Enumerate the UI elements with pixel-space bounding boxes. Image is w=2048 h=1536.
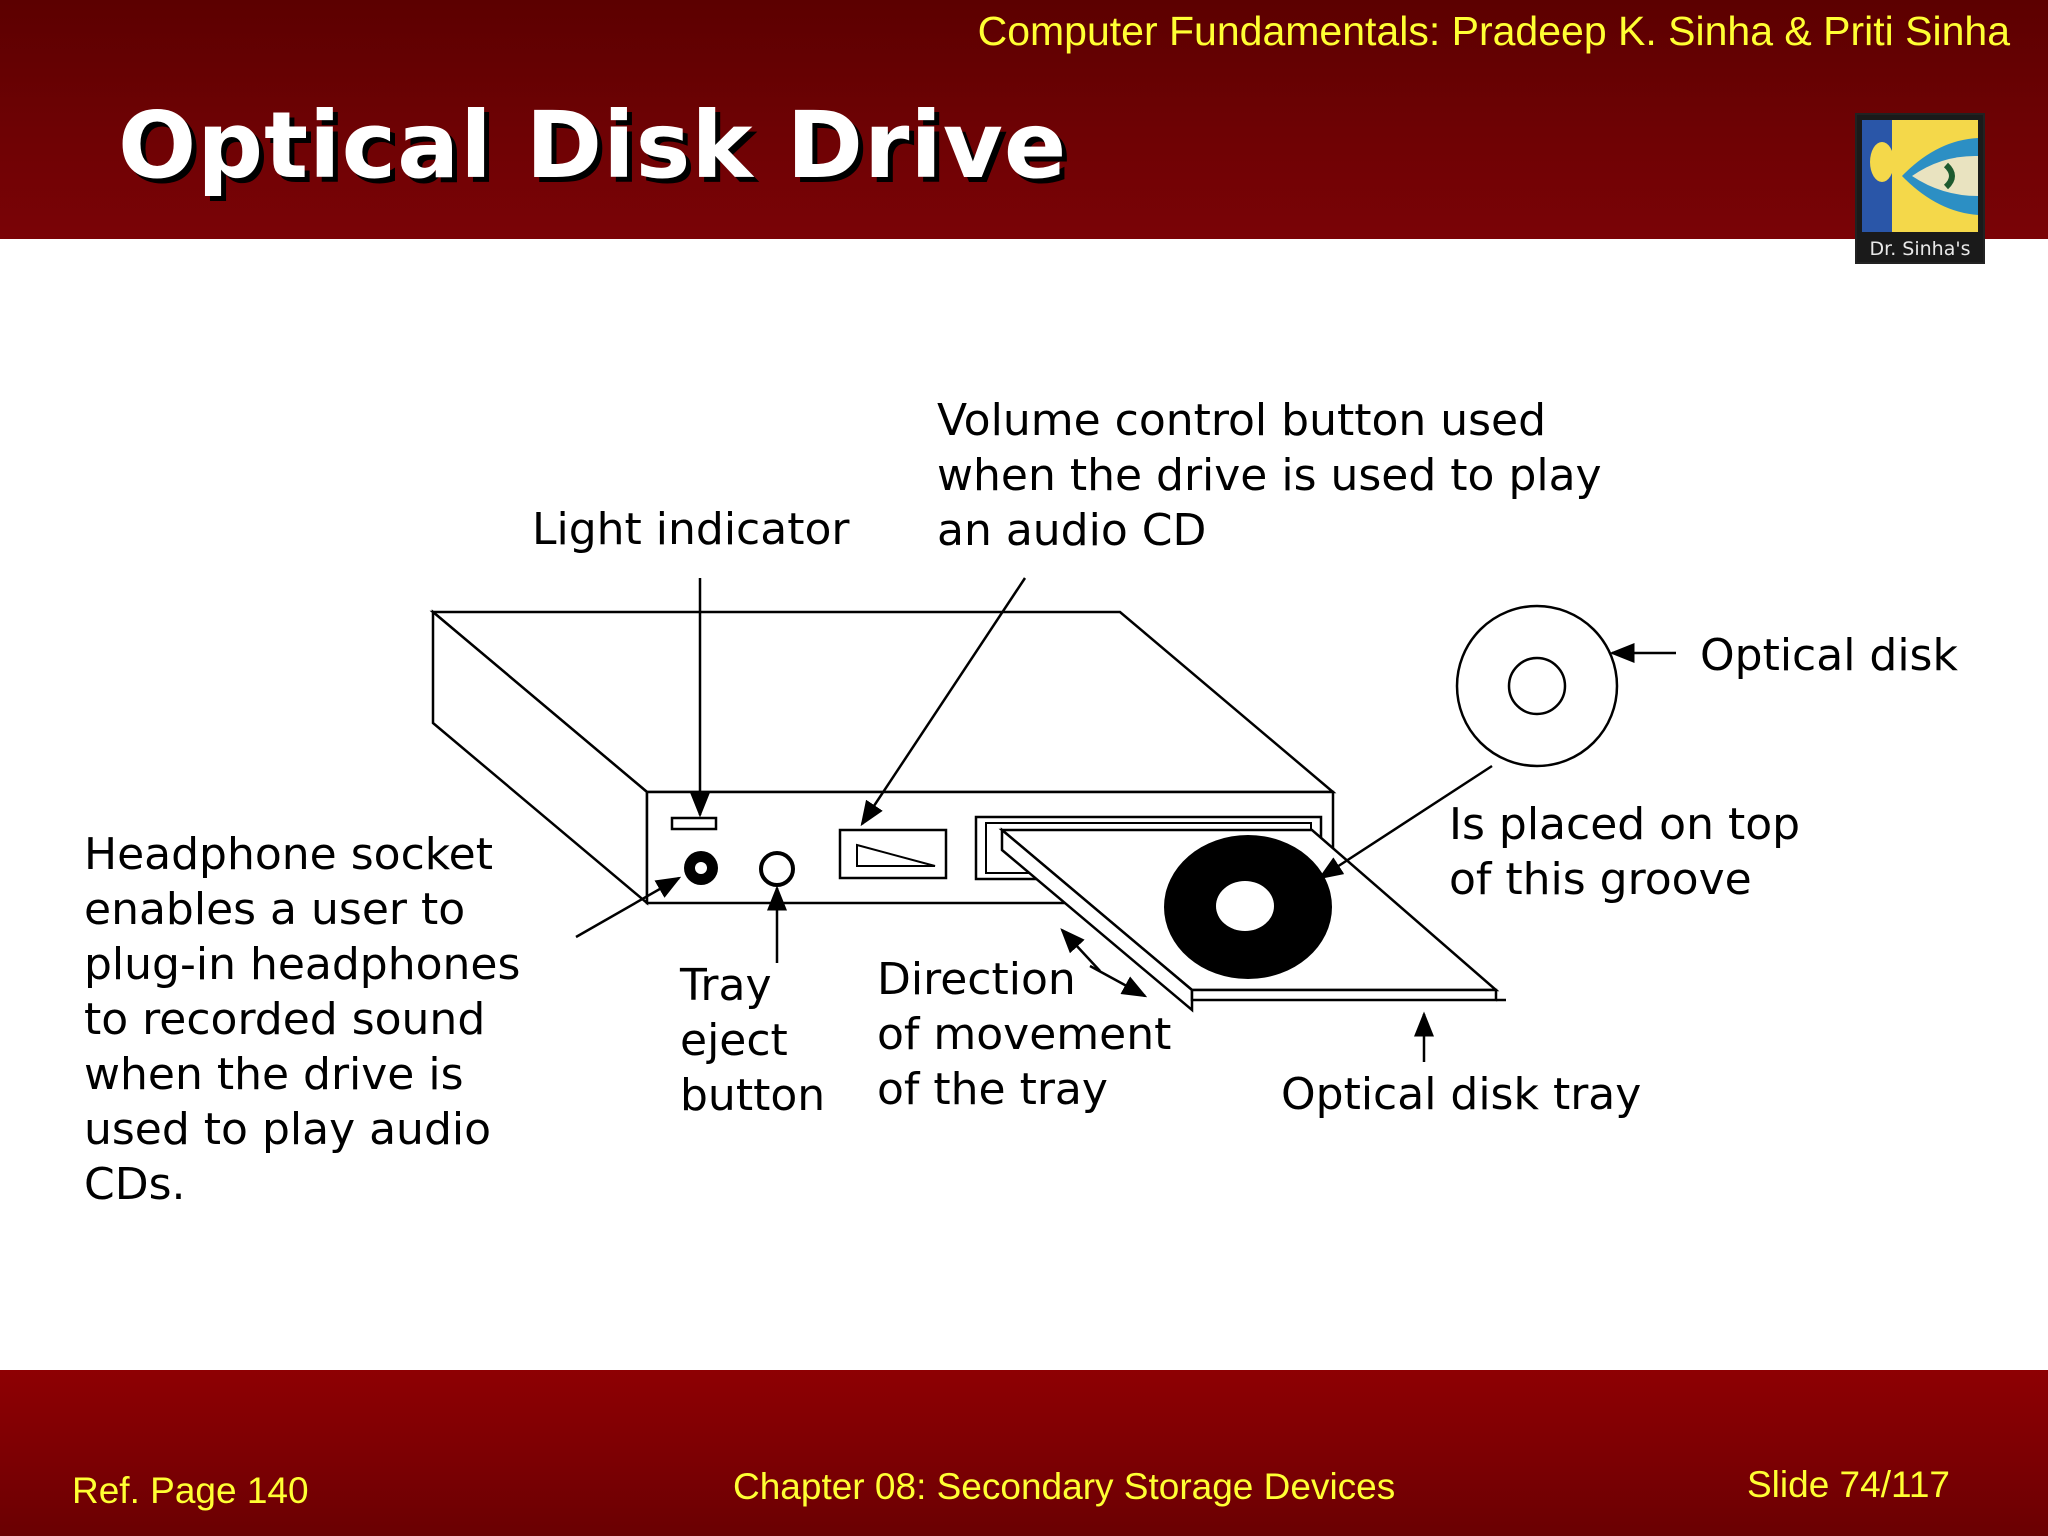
label-direction: Direction of movement of the tray xyxy=(877,954,1172,1115)
slide-footer: Ref. Page 140 Chapter 08: Secondary Stor… xyxy=(0,1370,2048,1536)
label-tray-eject: Tray eject button xyxy=(680,960,826,1121)
label-volume-control: Volume control button used when the driv… xyxy=(937,395,1602,556)
ref-page: Ref. Page 140 xyxy=(72,1470,309,1511)
label-disk-tray: Optical disk tray xyxy=(1281,1069,1642,1120)
arrow-direction-b xyxy=(1060,928,1101,972)
slide-header: Computer Fundamentals: Pradeep K. Sinha … xyxy=(0,0,2048,239)
tray-eject-button xyxy=(759,851,795,887)
label-groove: Is placed on top of this groove xyxy=(1449,799,1801,905)
label-light-indicator: Light indicator xyxy=(532,504,850,555)
light-indicator xyxy=(670,816,718,831)
label-headphone-socket: Headphone socket enables a user to plug-… xyxy=(84,829,521,1210)
book-title: Computer Fundamentals: Pradeep K. Sinha … xyxy=(977,8,2010,54)
arrow-volume-control xyxy=(860,577,1027,827)
logo-text: Dr. Sinha's xyxy=(1869,238,1971,260)
author-logo: Dr. Sinha's xyxy=(1855,113,1985,264)
chapter-title: Chapter 08: Secondary Storage Devices xyxy=(733,1466,1396,1507)
arrow-groove xyxy=(1317,764,1493,880)
arrow-headphone xyxy=(575,876,682,939)
slide-title: Optical Disk Drive xyxy=(118,92,1068,199)
slide-number: Slide 74/117 xyxy=(1747,1464,1950,1505)
logo-emblem-icon xyxy=(1862,120,1978,232)
label-optical-disk: Optical disk xyxy=(1700,630,1958,681)
